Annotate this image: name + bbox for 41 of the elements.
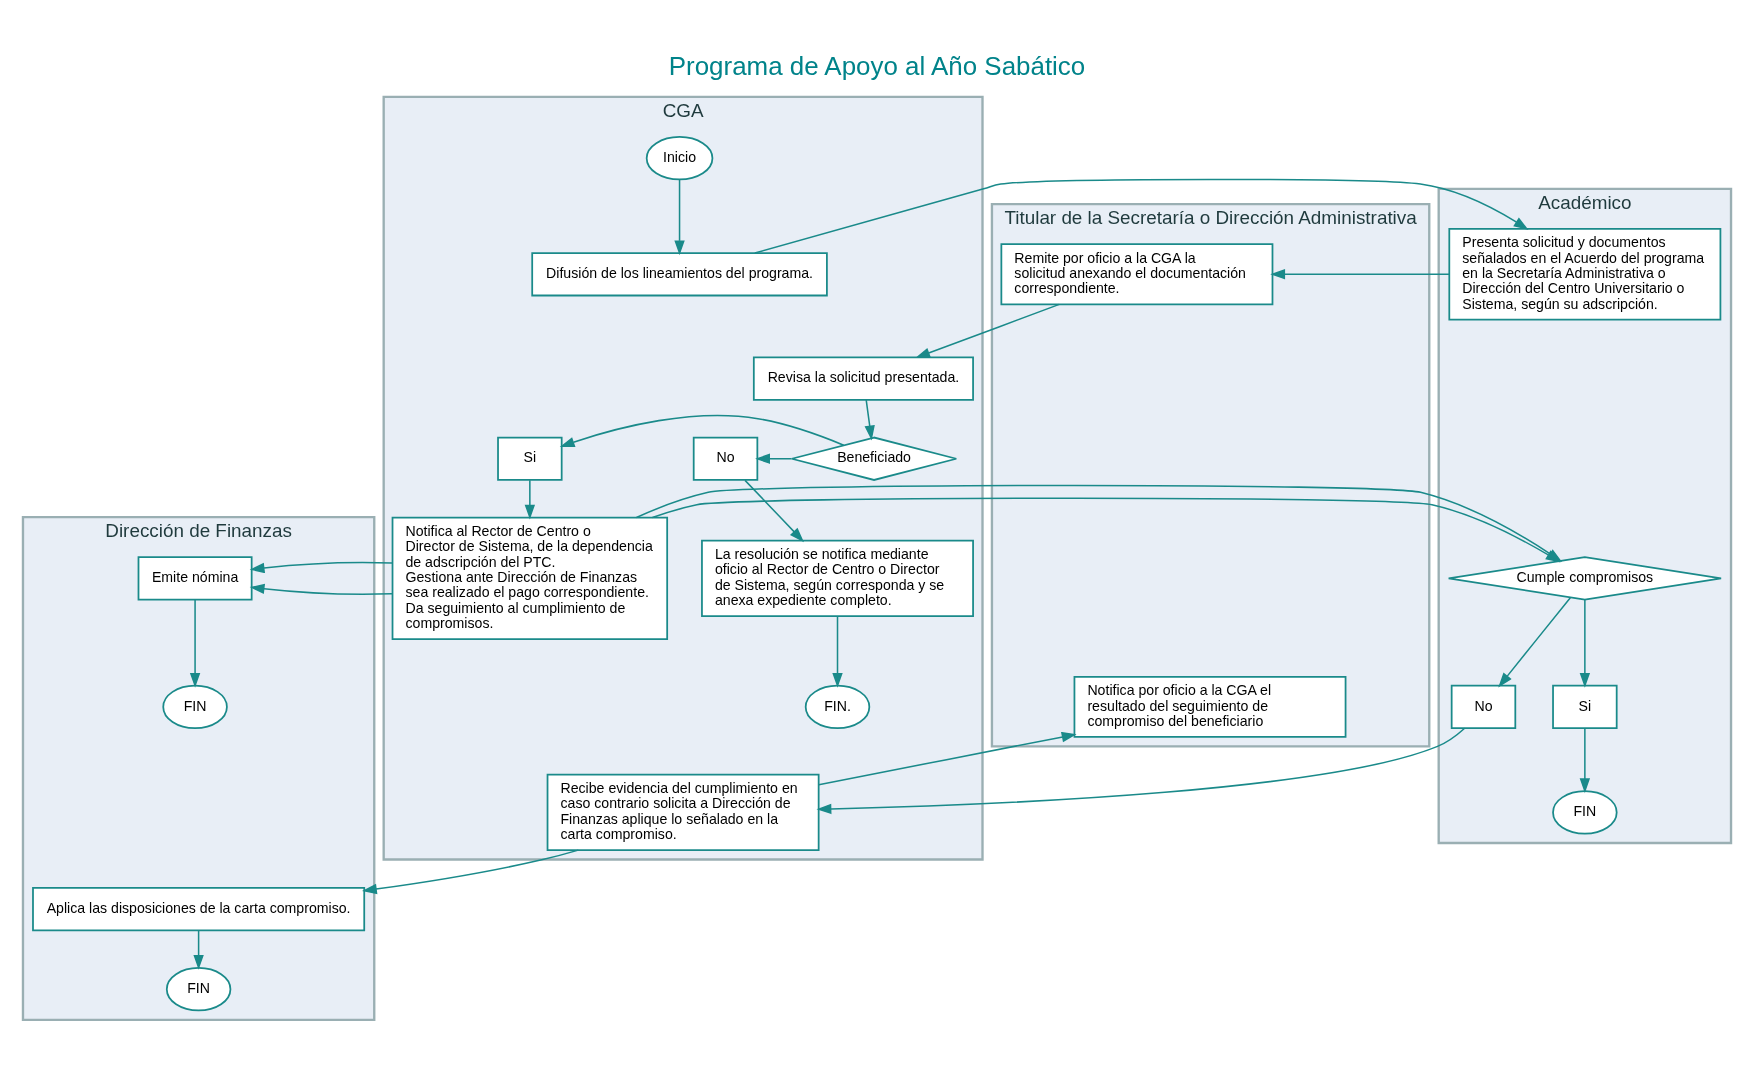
arrow xyxy=(1579,599,1591,688)
node-box: Recibe evidencia del cumplimiento en caso contrario solicita a Dirección de Finanzas aplique lo señalado en la carta compromiso. xyxy=(546,773,820,851)
node-box: Difusión de los lineamientos del programa. xyxy=(531,252,828,297)
arrow xyxy=(1579,727,1591,794)
node-box: Notifica por oficio a la CGA el resultado del seguimiento de compromiso del beneficiario xyxy=(1073,675,1347,738)
arrow xyxy=(1498,596,1572,688)
node-ellipse: FIN. xyxy=(804,684,871,729)
node-box: No xyxy=(1450,684,1517,729)
node-box: La resolución se notifica mediante oficio al Rector de Centro o Director de Sistema, según corresponda y se anexa expediente completo. xyxy=(701,539,974,617)
node-box: Si xyxy=(497,436,563,481)
arrow xyxy=(193,929,204,970)
node-box: Si xyxy=(1552,684,1618,729)
arrow xyxy=(818,731,1077,786)
node-diamond: Beneficiado xyxy=(790,436,958,481)
arrow xyxy=(832,615,843,688)
node-box: Notifica al Rector de Centro o Director de Sistema, de la dependencia de adscripción del PTC. Gestiona ante Dirección de Finanzas sea realizado el pago correspondiente. Da seguimiento al cumplimiento de compromisos. xyxy=(391,516,669,640)
arrow xyxy=(915,303,1061,359)
node-box: Remite por oficio a la CGA la solicitud anexando el documentación correspondiente. xyxy=(1000,243,1274,306)
arrow xyxy=(744,479,804,543)
diagram-title: Programa de Apoyo al Año Sabático xyxy=(668,52,1086,81)
arrow xyxy=(559,414,845,447)
node-box: No xyxy=(692,436,759,481)
arrow xyxy=(754,178,1529,254)
arrow xyxy=(362,849,580,895)
arrow xyxy=(816,727,1466,815)
node-box: Revisa la solicitud presentada. xyxy=(752,356,974,401)
arrow xyxy=(1270,269,1450,280)
arrow xyxy=(524,479,536,520)
node-ellipse: FIN xyxy=(165,967,232,1012)
arrow xyxy=(755,453,793,464)
node-ellipse: FIN xyxy=(1552,790,1618,835)
node-diamond: Cumple compromisos xyxy=(1447,556,1722,601)
arrow xyxy=(249,561,393,596)
node-box: Aplica las disposiciones de la carta compromiso. xyxy=(32,886,366,932)
node-ellipse: FIN xyxy=(162,684,228,729)
node-box: Presenta solicitud y documentos señalados en el Acuerdo del programa en la Secretaría Administrativa o Dirección del Centro Universitario o Sistema, según su adscripción. xyxy=(1448,228,1722,321)
arrow xyxy=(674,178,685,256)
node-box: Emite nómina xyxy=(137,556,253,601)
arrow xyxy=(189,599,201,688)
node-ellipse: Inicio xyxy=(645,136,714,181)
arrow xyxy=(864,399,875,441)
